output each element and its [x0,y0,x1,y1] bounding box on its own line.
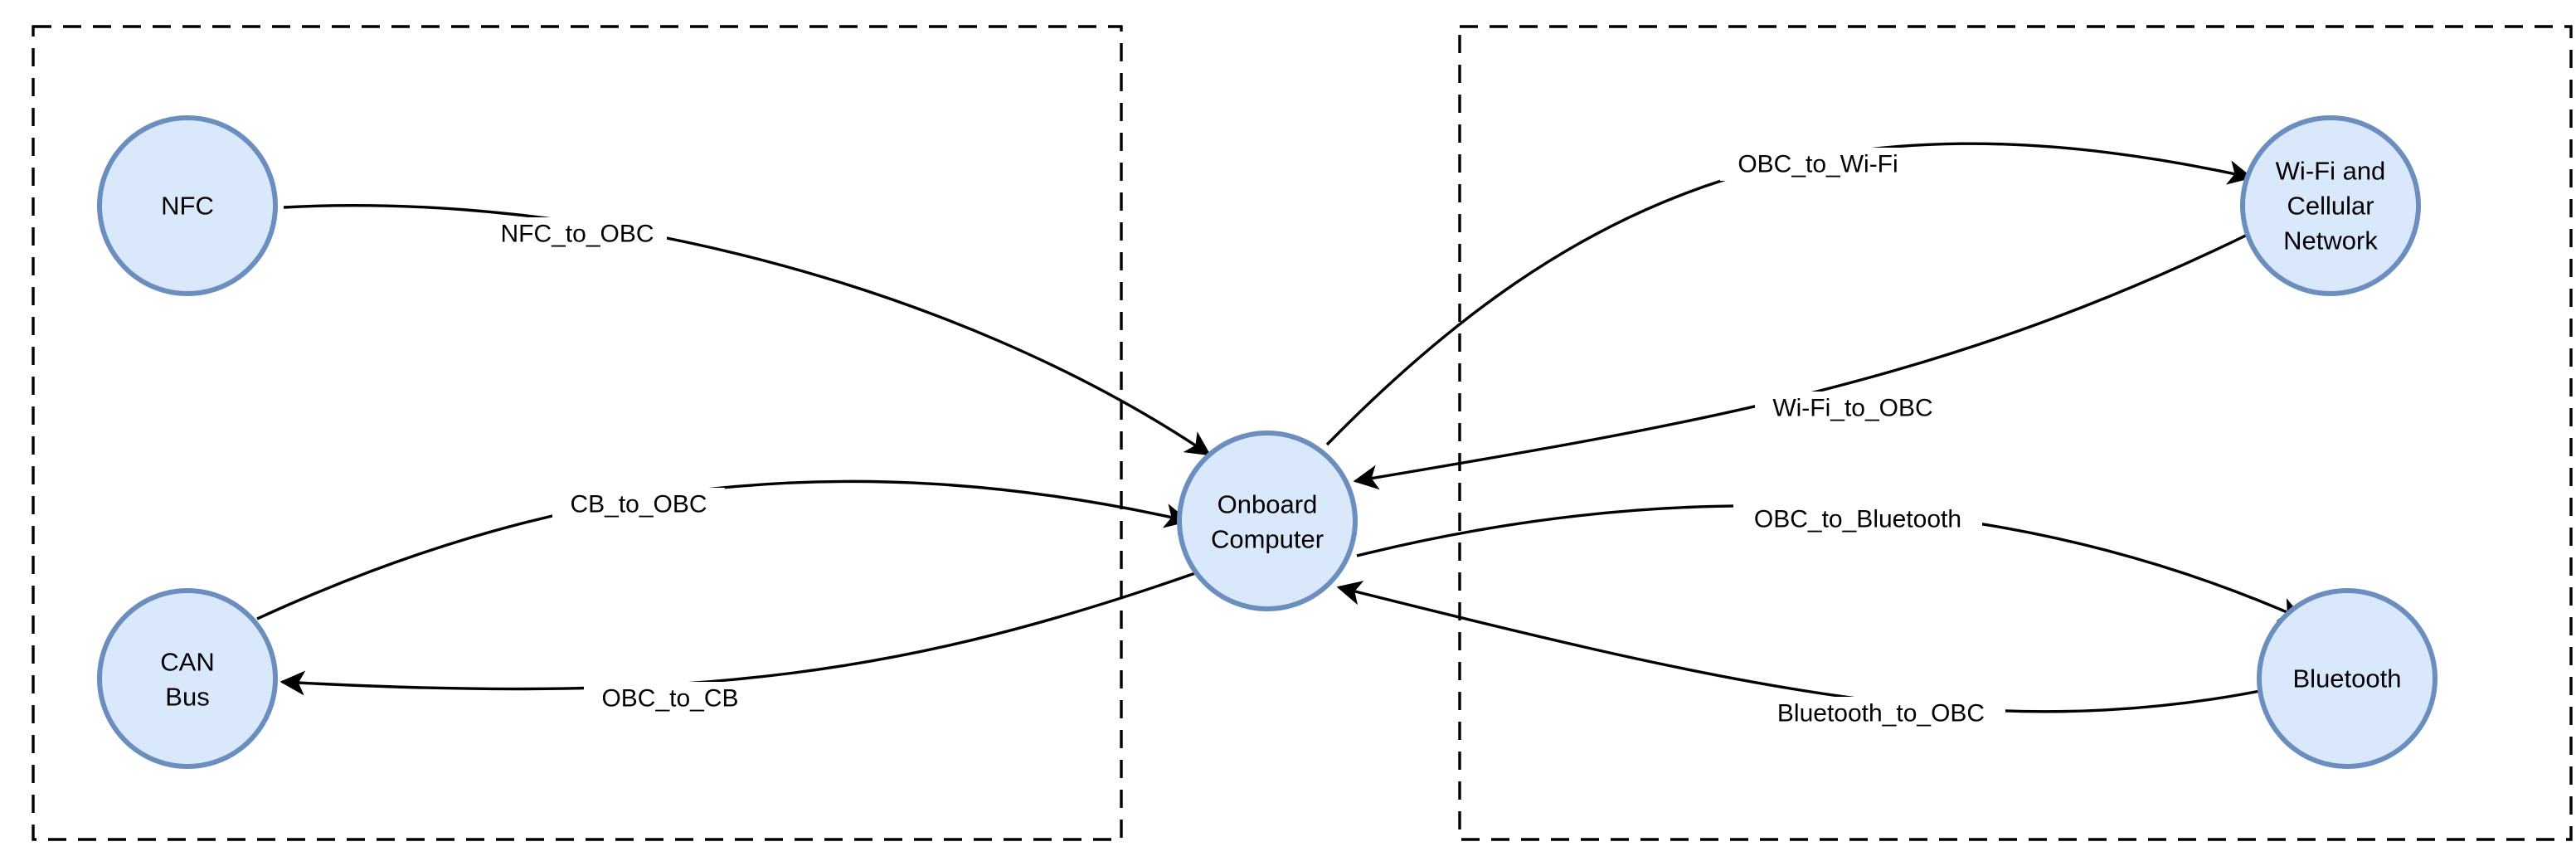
node-bluetooth[interactable]: Bluetooth [2257,588,2437,769]
edge-nfc-to-obc [283,204,1212,456]
node-onboard-computer[interactable]: Onboard Computer [1177,431,1358,611]
label-obc-to-cb: OBC_to_CB [584,682,758,715]
node-bluetooth-label: Bluetooth [2293,664,2402,693]
node-can-bus-label-line-1: CAN [160,648,214,677]
label-obc-to-wifi: OBC_to_Wi-Fi [1720,148,1916,181]
node-nfc[interactable]: NFC [97,115,278,296]
left-boundary [32,25,1123,841]
label-nfc-to-obc: NFC_to_OBC [484,217,667,251]
label-bluetooth-to-obc: Bluetooth_to_OBC [1757,697,2005,730]
label-wifi-to-obc-text: Wi-Fi_to_OBC [1772,395,1932,422]
label-obc-to-cb-text: OBC_to_CB [601,685,738,713]
node-can-bus-label-line-2: Bus [165,683,209,712]
node-wifi-label-line-2: Cellular [2287,192,2374,221]
label-nfc-to-obc-text: NFC_to_OBC [500,221,654,248]
label-cb-to-obc: CB_to_OBC [552,488,725,521]
label-bluetooth-to-obc-text: Bluetooth_to_OBC [1777,700,1985,727]
label-obc-to-bluetooth: OBC_to_Bluetooth [1733,503,1982,536]
node-wifi-cellular[interactable]: Wi-Fi and Cellular Network [2240,115,2421,296]
label-wifi-to-obc: Wi-Fi_to_OBC [1755,392,1952,425]
edge-obc-to-cb [279,571,1198,696]
edge-bluetooth-to-obc [1336,581,2273,713]
label-obc-to-wifi-text: OBC_to_Wi-Fi [1738,151,1898,178]
node-wifi-label-line-1: Wi-Fi and [2276,157,2386,186]
node-can-bus[interactable]: CAN Bus [97,588,278,769]
node-obc-label-line-2: Computer [1211,525,1324,554]
label-cb-to-obc-text: CB_to_OBC [570,491,707,518]
edge-wifi-to-obc [1353,229,2257,490]
node-obc-label-line-1: Onboard [1218,490,1318,519]
right-boundary [1458,25,2573,841]
label-obc-to-bluetooth-text: OBC_to_Bluetooth [1754,506,1961,533]
node-nfc-label: NFC [161,192,214,221]
node-wifi-label-line-3: Network [2283,226,2378,255]
